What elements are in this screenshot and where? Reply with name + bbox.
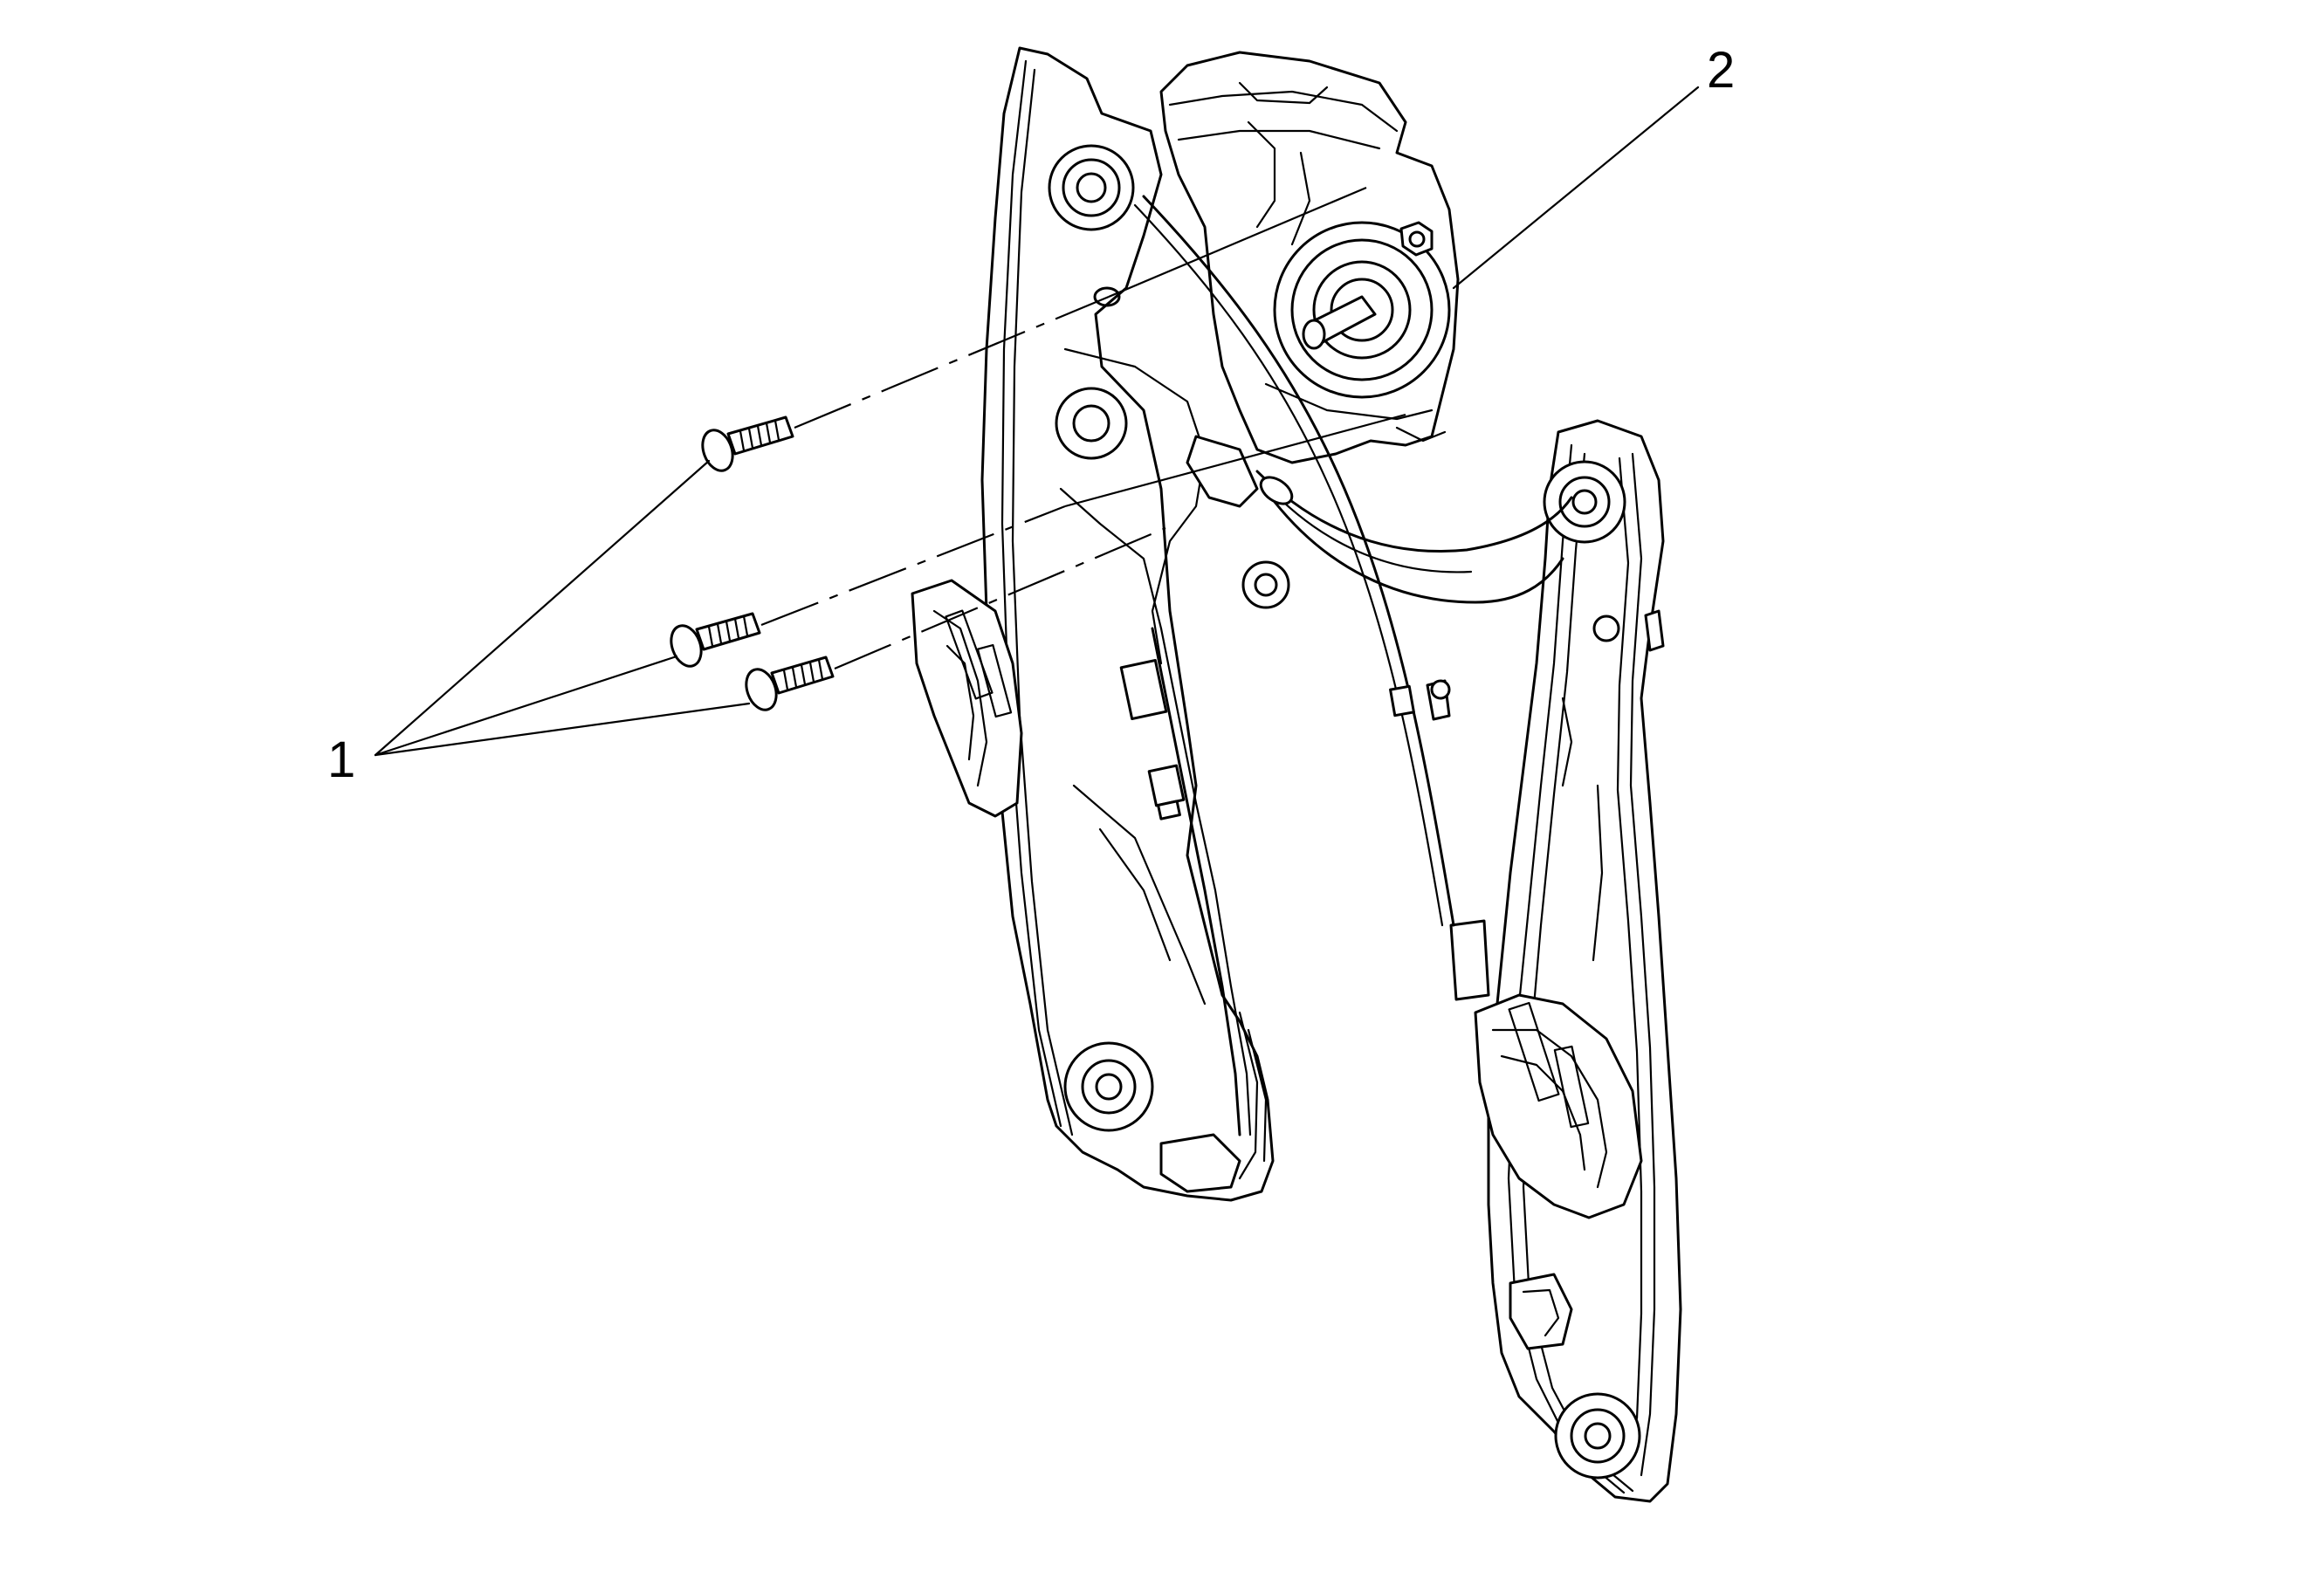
- leader-lines: [374, 86, 1700, 757]
- screw-middle: [670, 612, 761, 668]
- callout-2-label: 2: [1707, 42, 1736, 99]
- right-regulator-rail: [1449, 419, 1682, 1503]
- screw-bottom: [745, 656, 835, 711]
- window-motor: [1159, 51, 1460, 464]
- regulator-cables: [1133, 195, 1573, 927]
- left-regulator-rail: [911, 46, 1290, 1202]
- screw-top: [701, 415, 794, 472]
- callout-1-label: 1: [327, 731, 356, 788]
- installation-centerlines: [760, 186, 1406, 670]
